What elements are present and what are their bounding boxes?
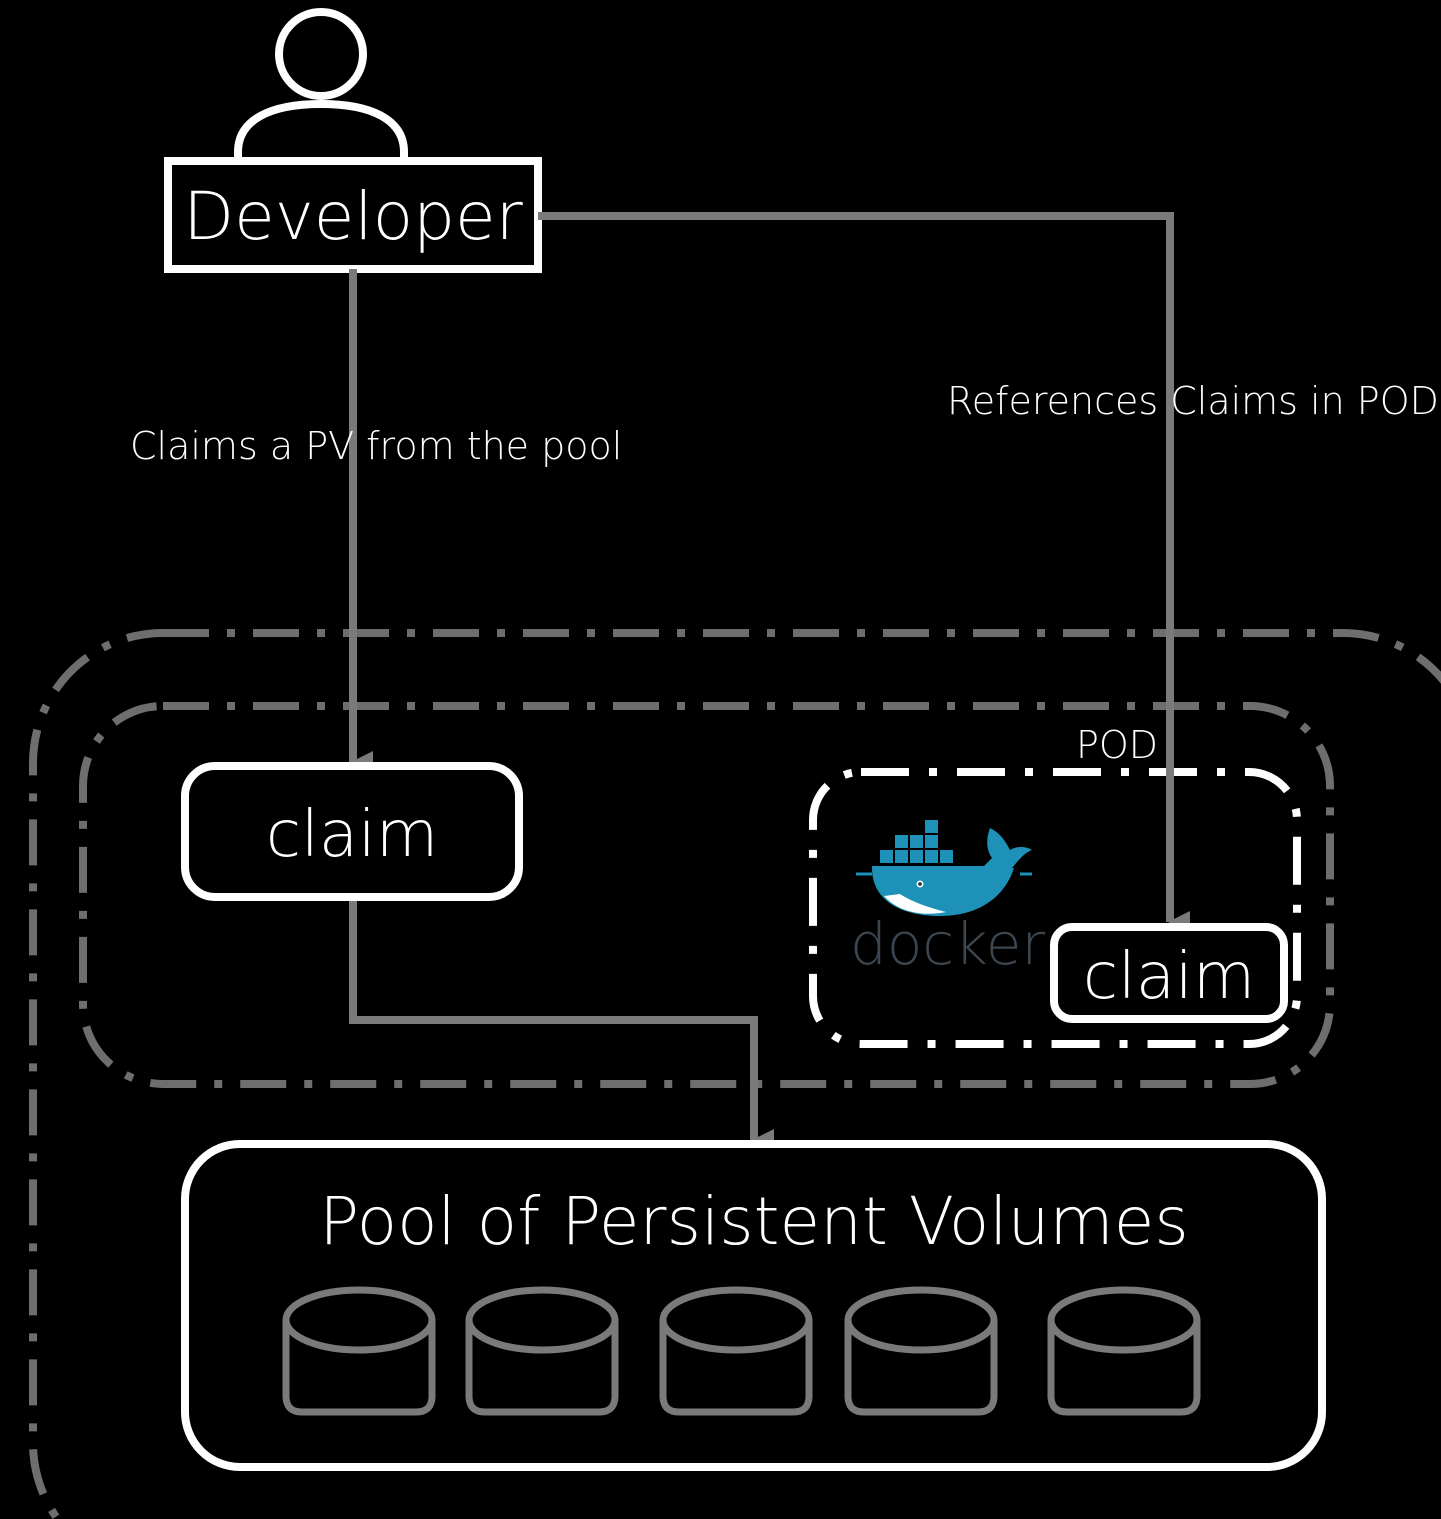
edge-label-claims-pv: Claims a PV from the pool	[130, 424, 622, 468]
pod-claim-label: claim	[1083, 940, 1255, 1014]
docker-logo-text: docker	[850, 910, 1045, 978]
volume-cylinder-icon	[844, 1286, 998, 1416]
volume-cylinder-icon	[1047, 1286, 1201, 1416]
docker-whale-icon	[856, 820, 1032, 916]
claim-box	[181, 762, 523, 901]
developer-actor: Developer	[164, 8, 542, 273]
arrow-developer-to-pod-claim	[538, 212, 1190, 933]
pod-claim-box	[1050, 923, 1288, 1023]
developer-label: Developer	[183, 178, 523, 255]
arrow-claim-to-pool	[349, 899, 774, 1151]
volume-list	[282, 1286, 1201, 1416]
pod-label: POD	[1076, 723, 1158, 767]
volume-cylinder-icon	[465, 1286, 619, 1416]
claim-label: claim	[266, 798, 438, 872]
namespace-boundary	[79, 702, 1334, 1088]
pod-boundary	[809, 768, 1301, 1048]
cluster-boundary	[29, 629, 1441, 1519]
volume-cylinder-icon	[282, 1286, 436, 1416]
pool-title: Pool of Persistent Volumes	[319, 1183, 1188, 1260]
edge-label-references-claims: References Claims in POD	[947, 379, 1439, 423]
volume-cylinder-icon	[659, 1286, 813, 1416]
user-icon	[234, 8, 408, 188]
connectors	[349, 212, 1190, 1151]
